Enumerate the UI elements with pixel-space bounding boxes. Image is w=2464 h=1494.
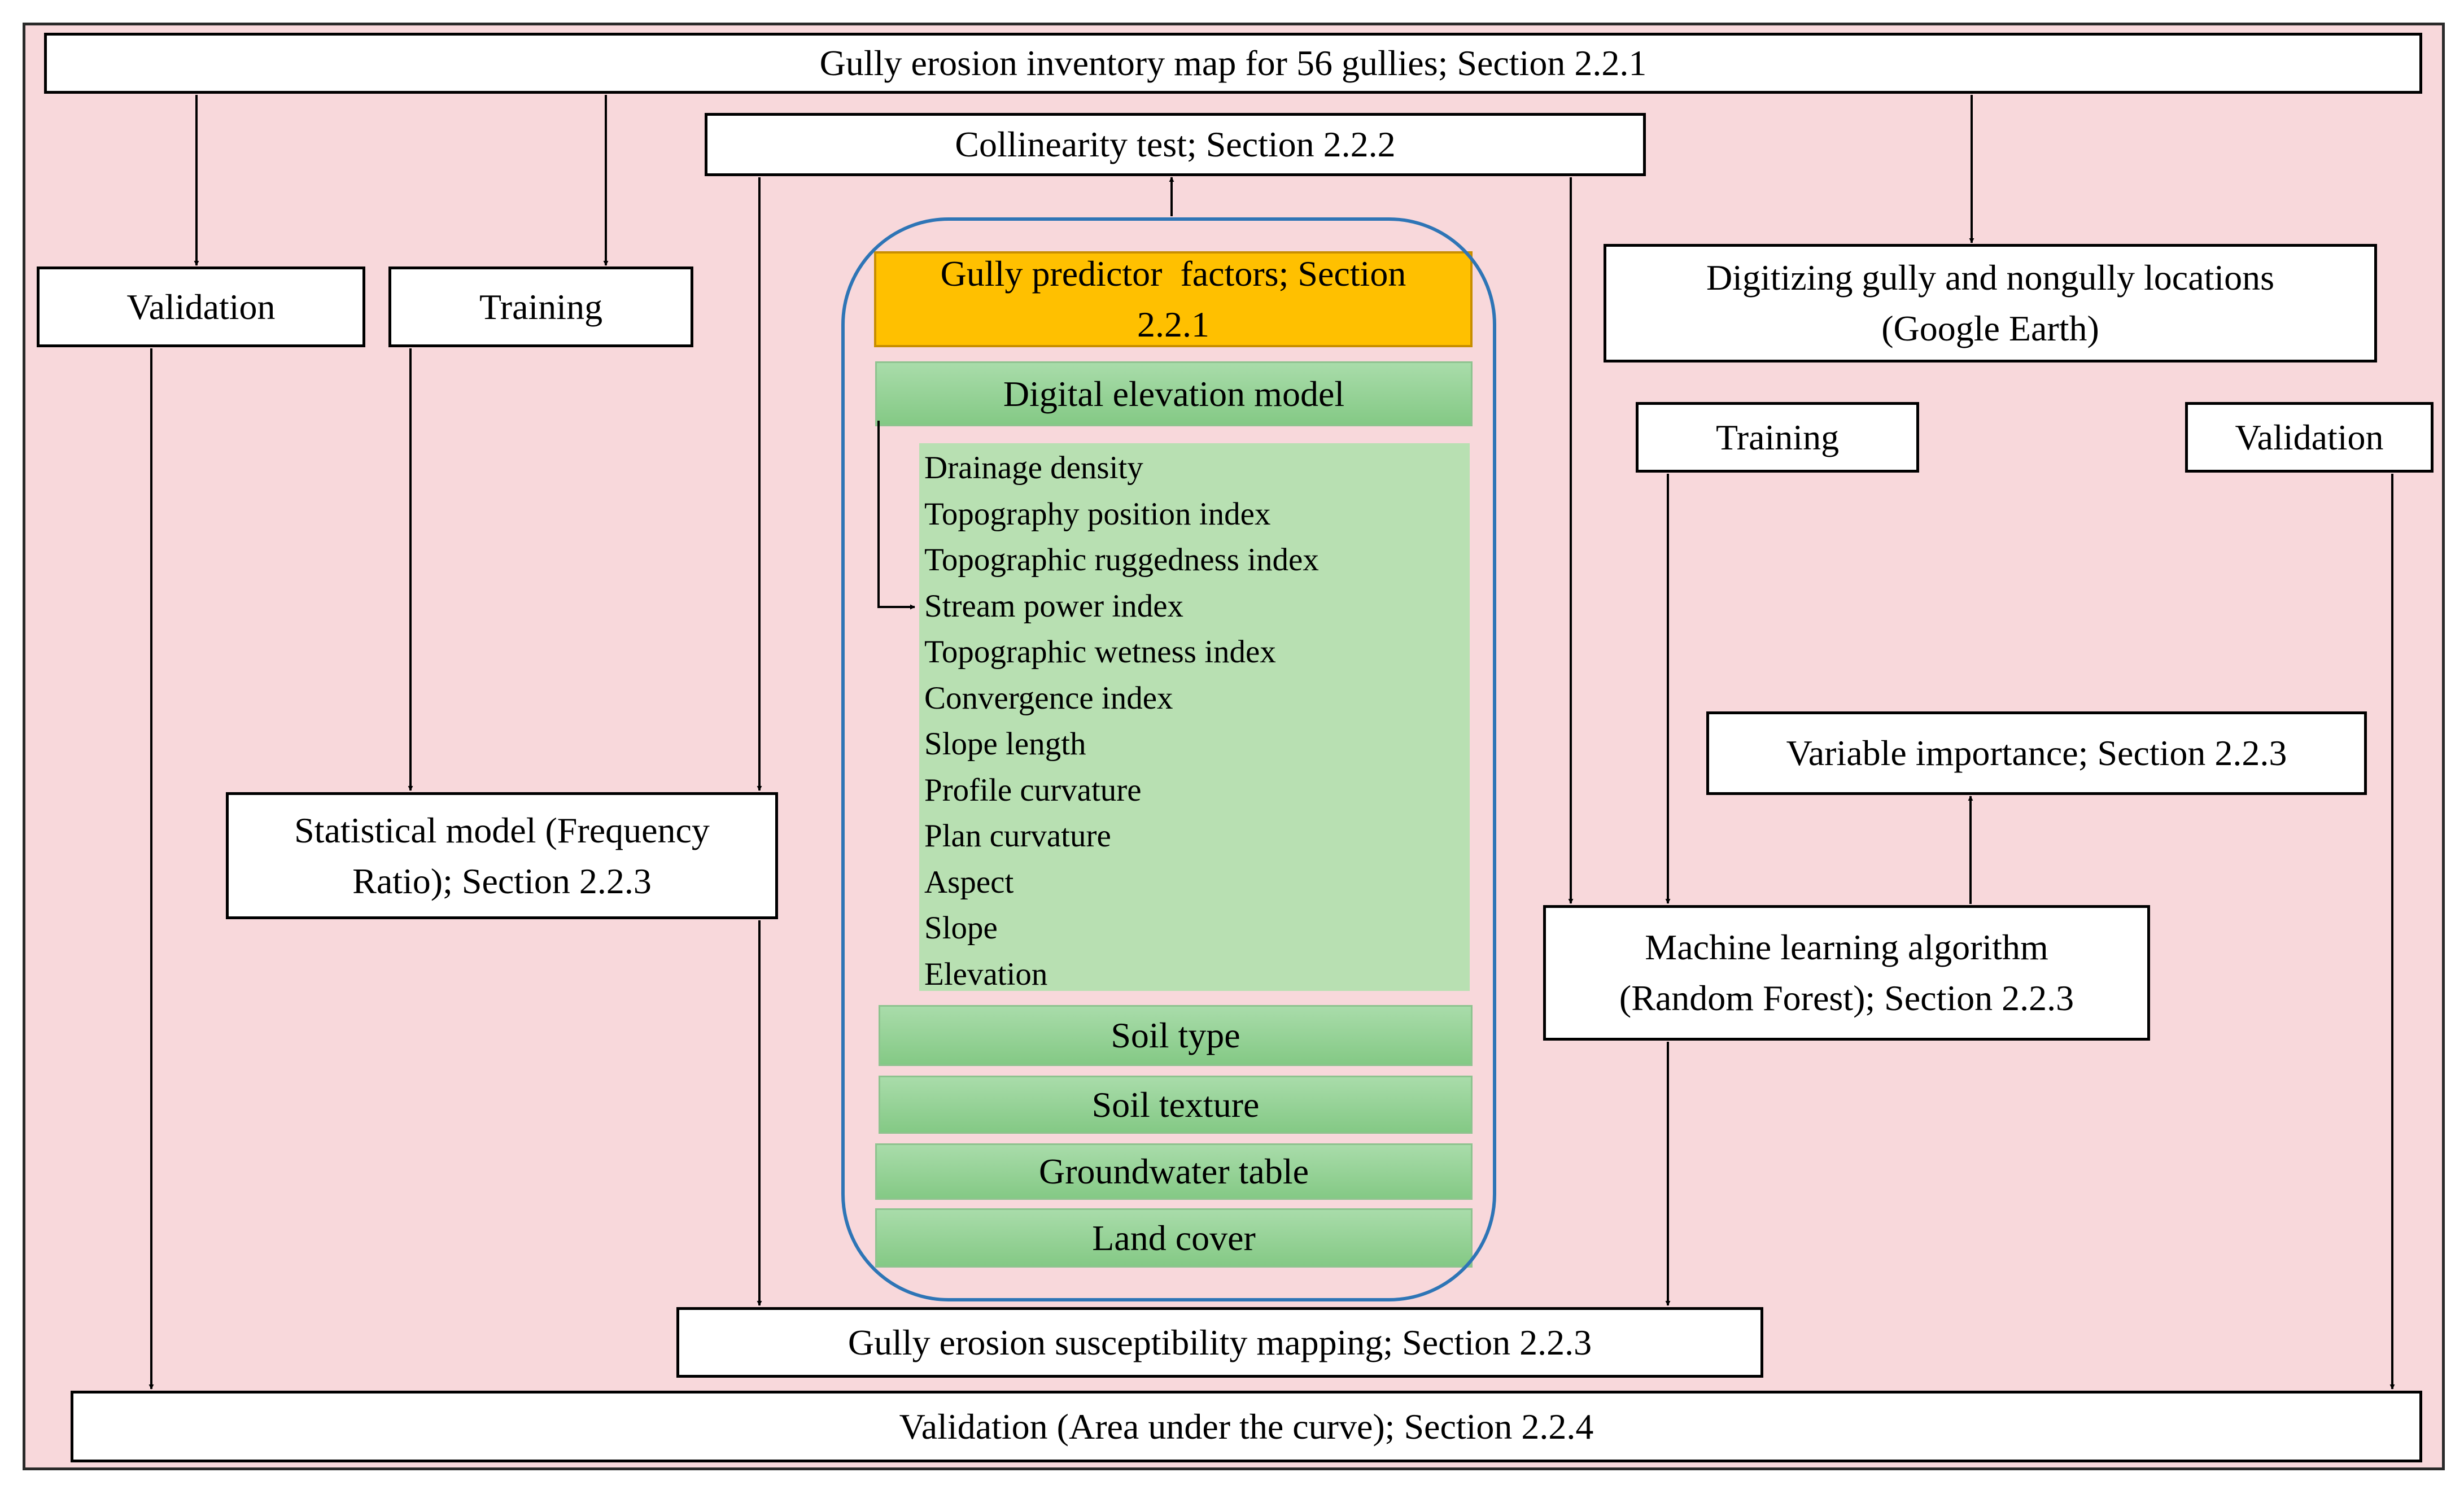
- factor-land-cover: Land cover: [875, 1208, 1473, 1268]
- node-statistical-model: Statistical model (Frequency Ratio); Sec…: [226, 792, 778, 919]
- factor-soil-type-text: Soil type: [1111, 1015, 1240, 1055]
- node-training-right: Training: [1636, 402, 1919, 473]
- predictor-group-outline: [841, 217, 1496, 1301]
- node-collinearity-text: Collinearity test; Section 2.2.2: [955, 124, 1396, 165]
- node-digitizing-line2: (Google Earth): [1881, 308, 2099, 348]
- node-variable-importance-text: Variable importance; Section 2.2.3: [1786, 733, 2287, 774]
- dem-derivative-item: Slope: [924, 910, 998, 946]
- node-validation-auc: Validation (Area under the curve); Secti…: [71, 1391, 2422, 1462]
- dem-derivative-item: Topographic wetness index: [924, 634, 1276, 670]
- node-ml-line2: (Random Forest); Section 2.2.3: [1619, 978, 2074, 1018]
- node-ml-line1: Machine learning algorithm: [1645, 927, 2048, 968]
- factor-soil-texture: Soil texture: [879, 1076, 1473, 1134]
- dem-derivative-item: Profile curvature: [924, 772, 1142, 808]
- node-statistical-line2: Ratio); Section 2.2.3: [352, 860, 652, 901]
- node-collinearity-test: Collinearity test; Section 2.2.2: [705, 113, 1646, 176]
- node-digitizing-line1: Digitizing gully and nongully locations: [1706, 257, 2275, 298]
- factor-dem: Digital elevation model: [875, 361, 1473, 426]
- node-inventory-map-text: Gully erosion inventory map for 56 gulli…: [819, 43, 1647, 84]
- node-digitizing: Digitizing gully and nongully locations …: [1604, 244, 2377, 362]
- node-inventory-map: Gully erosion inventory map for 56 gulli…: [44, 33, 2422, 94]
- dem-derivative-item: Topography position index: [924, 496, 1271, 532]
- arrow-dem-to-derivatives: [877, 421, 915, 610]
- node-susceptibility-mapping: Gully erosion susceptibility mapping; Se…: [676, 1307, 1763, 1378]
- node-statistical-line1: Statistical model (Frequency: [294, 810, 710, 850]
- node-training-left: Training: [388, 267, 693, 347]
- node-validation-right: Validation: [2185, 402, 2434, 473]
- node-validation-right-text: Validation: [2235, 417, 2384, 457]
- node-susceptibility-text: Gully erosion susceptibility mapping; Se…: [847, 1322, 1592, 1362]
- factor-groundwater-table: Groundwater table: [875, 1143, 1473, 1200]
- dem-derivative-item: Plan curvature: [924, 818, 1111, 854]
- dem-derivatives-panel: [919, 443, 1470, 991]
- node-training-left-text: Training: [479, 286, 603, 327]
- dem-derivative-item: Stream power index: [924, 588, 1184, 624]
- dem-derivative-item: Topographic ruggedness index: [924, 542, 1319, 578]
- factor-groundwater-text: Groundwater table: [1038, 1151, 1309, 1191]
- factor-dem-text: Digital elevation model: [1003, 373, 1345, 414]
- node-validation-left: Validation: [37, 267, 365, 347]
- node-validation-left-text: Validation: [126, 286, 276, 327]
- node-predictor-factors: Gully predictor factors; Section 2.2.1: [874, 251, 1473, 347]
- dem-derivative-item: Aspect: [924, 864, 1014, 900]
- node-validation-auc-text: Validation (Area under the curve); Secti…: [899, 1406, 1594, 1447]
- node-predictor-line2: 2.2.1: [1137, 304, 1209, 344]
- dem-derivative-item: Slope length: [924, 726, 1086, 762]
- node-machine-learning: Machine learning algorithm (Random Fores…: [1543, 905, 2150, 1041]
- node-variable-importance: Variable importance; Section 2.2.3: [1706, 711, 2367, 795]
- dem-derivative-item: Drainage density: [924, 450, 1143, 486]
- factor-soil-type: Soil type: [879, 1005, 1473, 1066]
- factor-land-cover-text: Land cover: [1092, 1217, 1256, 1258]
- dem-derivative-item: Elevation: [924, 956, 1048, 992]
- factor-soil-texture-text: Soil texture: [1091, 1084, 1260, 1125]
- node-training-right-text: Training: [1715, 417, 1840, 457]
- dem-derivative-item: Convergence index: [924, 680, 1173, 716]
- node-predictor-line1: Gully predictor factors; Section: [940, 254, 1406, 294]
